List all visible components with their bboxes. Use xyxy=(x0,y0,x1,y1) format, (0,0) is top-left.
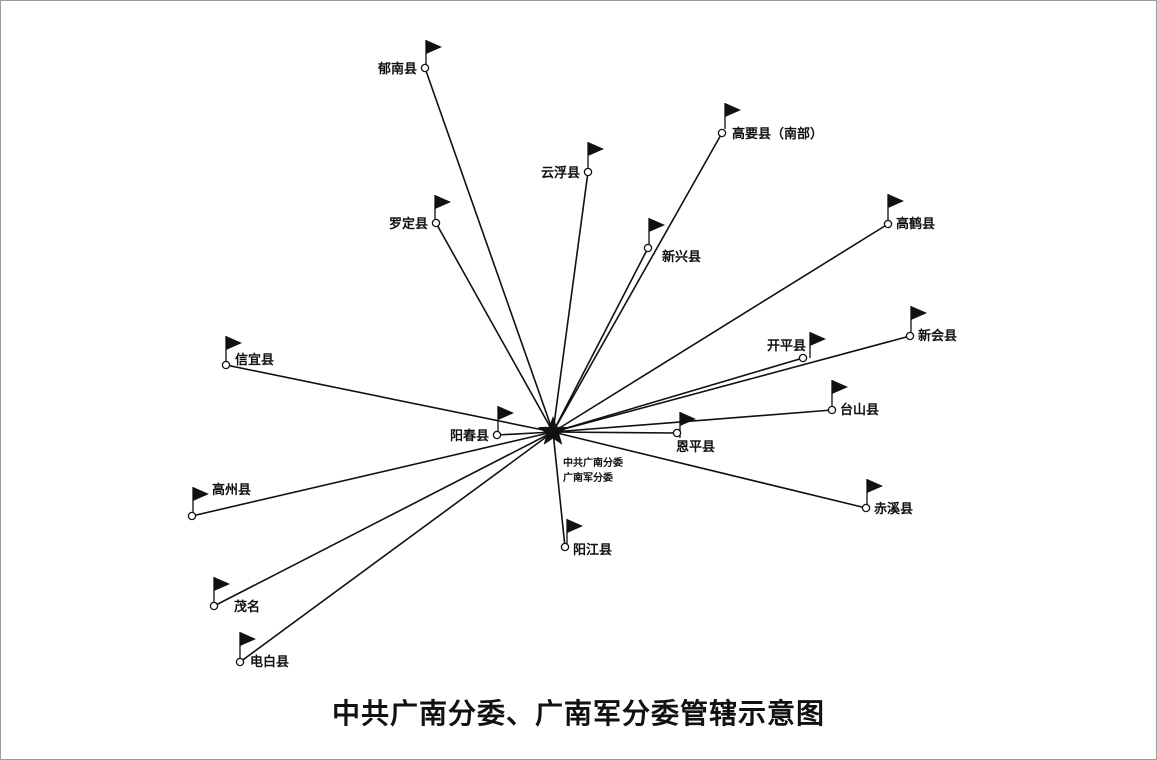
county-label: 电白县 xyxy=(250,654,289,670)
county-node-dianbai: 电白县 xyxy=(235,632,289,670)
county-label: 新会县 xyxy=(918,328,957,344)
county-node-luoding: 罗定县 xyxy=(389,195,451,232)
connection-lines xyxy=(191,67,911,663)
county-label: 恩平县 xyxy=(676,440,715,455)
county-node-yangchun: 阳春县 xyxy=(450,406,514,444)
connection-line-xinyi xyxy=(225,364,554,433)
flag-icon xyxy=(240,632,256,646)
diagram-title: 中共广南分委、广南军分委管辖示意图 xyxy=(331,697,825,730)
county-node-gaozhou: 高州县 xyxy=(187,482,251,521)
county-node-xinxing: 新兴县 xyxy=(643,218,701,265)
hq-label-line1: 中共广南分委 xyxy=(563,456,624,469)
flag-icon xyxy=(867,479,883,493)
county-label: 茂名 xyxy=(234,599,260,615)
county-node-taishan: 台山县 xyxy=(827,380,879,418)
flag-icon xyxy=(888,194,904,208)
flag-icon xyxy=(810,332,826,346)
connection-line-luoding xyxy=(435,222,554,433)
connection-line-enping xyxy=(552,431,678,434)
connection-line-gaoyao xyxy=(552,132,723,433)
county-label: 新兴县 xyxy=(662,249,701,265)
county-node-yangjiang: 阳江县 xyxy=(560,519,612,558)
node-circle xyxy=(420,63,430,73)
hq-center: 中共广南分委 广南军分委 xyxy=(537,416,624,484)
hq-label-line2: 广南军分委 xyxy=(563,471,614,484)
county-label: 罗定县 xyxy=(389,216,428,232)
node-circle xyxy=(235,657,245,667)
flag-icon xyxy=(911,306,927,320)
flag-icon xyxy=(567,519,583,533)
node-circle xyxy=(717,128,727,138)
county-node-enping: 恩平县 xyxy=(672,412,715,455)
node-circle xyxy=(583,167,593,177)
county-label: 郁南县 xyxy=(377,61,417,77)
node-circle xyxy=(883,219,893,229)
flag-icon xyxy=(214,577,230,591)
county-label: 高州县 xyxy=(212,482,251,498)
county-label: 开平县 xyxy=(767,339,806,354)
connection-line-kaiping xyxy=(552,357,804,433)
county-label: 阳江县 xyxy=(573,542,612,558)
connection-line-chixi xyxy=(552,431,867,509)
connection-line-yunan xyxy=(424,67,554,433)
connection-line-gaozhou xyxy=(191,431,554,517)
county-label: 信宜县 xyxy=(235,352,274,368)
county-node-yunan: 郁南县 xyxy=(377,40,442,77)
flag-icon xyxy=(426,40,442,54)
node-circle xyxy=(905,331,915,341)
node-circle xyxy=(560,542,570,552)
node-circle xyxy=(798,353,808,363)
county-node-kaiping: 开平县 xyxy=(767,332,826,363)
node-circle xyxy=(221,360,231,370)
county-node-maoming: 茂名 xyxy=(209,577,260,615)
flag-icon xyxy=(498,406,514,420)
flag-icon xyxy=(193,487,209,501)
county-node-xinyi: 信宜县 xyxy=(221,336,274,370)
flag-icon xyxy=(680,412,696,426)
connection-line-maoming xyxy=(213,431,554,607)
node-circle xyxy=(209,601,219,611)
flag-icon xyxy=(226,336,242,350)
county-node-yunfu: 云浮县 xyxy=(541,142,604,181)
node-circle xyxy=(861,503,871,513)
node-circle xyxy=(492,430,502,440)
node-circle xyxy=(431,218,441,228)
county-node-xinhui: 新会县 xyxy=(905,306,957,344)
county-label: 台山县 xyxy=(840,402,879,418)
flag-icon xyxy=(588,142,604,156)
county-label: 高鹤县 xyxy=(896,216,935,232)
flag-icon xyxy=(649,218,665,232)
county-label: 高要县（南部） xyxy=(732,126,823,142)
connection-line-xinhui xyxy=(552,335,911,433)
connection-line-yangjiang xyxy=(552,431,566,548)
node-circle xyxy=(643,243,653,253)
connection-line-dianbai xyxy=(239,431,554,663)
connection-line-yangchun xyxy=(496,431,554,436)
county-node-gaoyao: 高要县（南部） xyxy=(717,103,823,142)
node-circle xyxy=(827,405,837,415)
connection-line-gaohe xyxy=(552,223,889,433)
county-label: 云浮县 xyxy=(541,165,580,181)
county-label: 阳春县 xyxy=(450,428,489,444)
flag-icon xyxy=(832,380,848,394)
flag-icon xyxy=(725,103,741,117)
county-node-chixi: 赤溪县 xyxy=(861,479,913,517)
connection-line-taishan xyxy=(552,409,833,433)
connection-line-xinxing xyxy=(552,247,649,433)
county-node-gaohe: 高鹤县 xyxy=(883,194,935,232)
county-label: 赤溪县 xyxy=(874,501,913,517)
hq-star-icon xyxy=(537,416,569,445)
node-circle xyxy=(672,428,682,438)
flag-icon xyxy=(435,195,451,209)
node-circle xyxy=(187,511,197,521)
connection-line-yunfu xyxy=(552,171,589,433)
